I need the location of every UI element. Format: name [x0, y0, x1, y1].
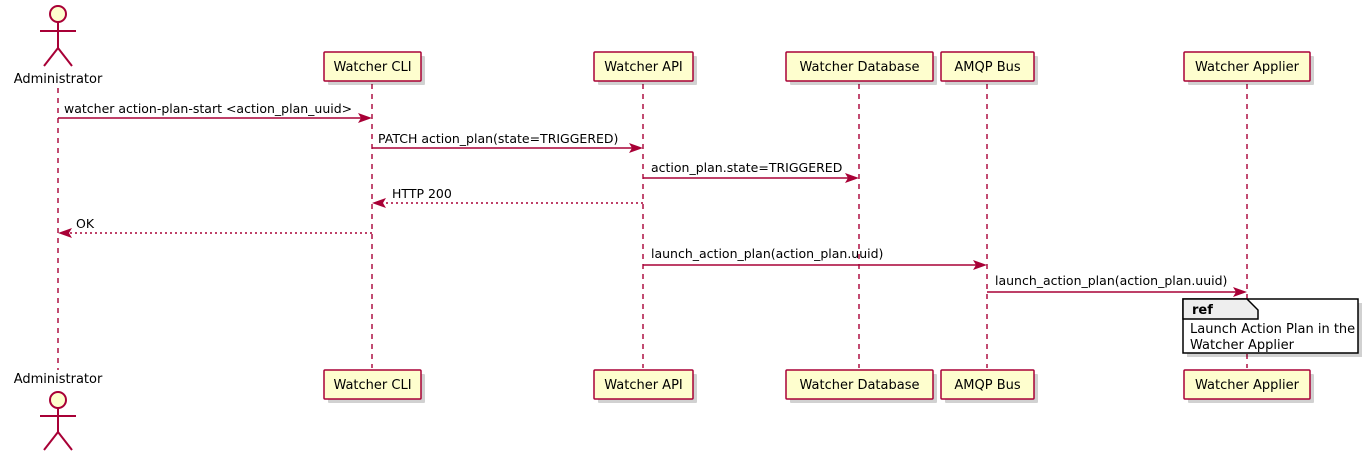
- participant-label-cli-bottom: Watcher CLI: [333, 378, 411, 393]
- lifelines: [57, 84, 1248, 370]
- actor-leg-left-icon: [43, 47, 59, 67]
- actor-label-administrator-top: Administrator: [14, 72, 103, 87]
- actor-head-icon-bottom: [49, 391, 67, 409]
- participant-boxes-bottom: Watcher CLI Watcher API Watcher Database…: [323, 369, 1314, 403]
- participant-box-applier-top: [1183, 51, 1311, 82]
- participant-label-applier-bottom: Watcher Applier: [1195, 378, 1300, 393]
- ref-fragment[interactable]: ref Launch Action Plan in the Watcher Ap…: [1182, 298, 1362, 357]
- ref-fragment-tab: [1182, 298, 1259, 320]
- ref-fragment-tab-label: ref: [1192, 303, 1213, 318]
- participant-label-cli-top: Watcher CLI: [333, 60, 411, 75]
- message-label-6: launch_action_plan(action_plan.uuid): [651, 246, 883, 261]
- participant-box-api-bottom: [593, 369, 694, 400]
- participant-box-applier-bottom: [1183, 369, 1311, 400]
- participant-api-top[interactable]: Watcher API: [593, 51, 697, 85]
- message-arrowhead-4: [372, 198, 386, 208]
- message-label-2: PATCH action_plan(state=TRIGGERED): [378, 131, 618, 146]
- ref-fragment-line2: Watcher Applier: [1190, 338, 1295, 353]
- message-4: HTTP 200: [372, 186, 643, 208]
- ref-fragment-line1: Launch Action Plan in the: [1190, 322, 1355, 337]
- message-1: watcher action-plan-start <action_plan_u…: [58, 101, 372, 123]
- participant-api-bottom[interactable]: Watcher API: [593, 369, 697, 403]
- message-label-7: launch_action_plan(action_plan.uuid): [995, 273, 1227, 288]
- message-label-5: OK: [76, 216, 95, 231]
- message-label-1: watcher action-plan-start <action_plan_u…: [64, 101, 352, 116]
- participant-applier-bottom[interactable]: Watcher Applier: [1183, 369, 1314, 403]
- message-5: OK: [58, 216, 372, 238]
- message-arrowhead-5: [58, 228, 72, 238]
- message-label-4: HTTP 200: [392, 186, 452, 201]
- participant-cli-bottom[interactable]: Watcher CLI: [323, 369, 425, 403]
- participant-boxes-top: Watcher CLI Watcher API Watcher Database…: [323, 51, 1314, 85]
- participant-applier-top[interactable]: Watcher Applier: [1183, 51, 1314, 85]
- participant-amqp-top[interactable]: AMQP Bus: [940, 51, 1038, 85]
- message-3: action_plan.state=TRIGGERED: [643, 160, 859, 183]
- message-6: launch_action_plan(action_plan.uuid): [643, 246, 987, 270]
- participant-label-api-top: Watcher API: [604, 60, 683, 75]
- participant-label-db-bottom: Watcher Database: [800, 378, 920, 393]
- participant-label-api-bottom: Watcher API: [604, 378, 683, 393]
- actor-administrator-top[interactable]: Administrator: [14, 5, 103, 87]
- participant-box-cli-bottom: [323, 369, 422, 400]
- message-arrowhead-3: [845, 173, 859, 183]
- participant-box-amqp-top: [940, 51, 1035, 82]
- participant-label-amqp-bottom: AMQP Bus: [954, 378, 1020, 393]
- message-arrowhead-6: [973, 260, 987, 270]
- actor-leg-left-icon-bottom: [43, 431, 59, 451]
- message-2: PATCH action_plan(state=TRIGGERED): [372, 131, 643, 153]
- message-arrowhead-1: [358, 113, 372, 123]
- message-arrowhead-7: [1233, 287, 1247, 297]
- participant-box-db-bottom: [785, 369, 934, 400]
- participant-db-bottom[interactable]: Watcher Database: [785, 369, 937, 403]
- actor-label-administrator-bottom: Administrator: [14, 372, 103, 387]
- participant-db-top[interactable]: Watcher Database: [785, 51, 937, 85]
- actor-leg-right-icon-bottom: [57, 431, 73, 451]
- participant-box-amqp-bottom: [940, 369, 1035, 400]
- message-label-3: action_plan.state=TRIGGERED: [651, 160, 842, 175]
- message-7: launch_action_plan(action_plan.uuid): [987, 273, 1247, 297]
- participant-box-api-top: [593, 51, 694, 82]
- actor-leg-right-icon: [57, 47, 73, 67]
- participant-amqp-bottom[interactable]: AMQP Bus: [940, 369, 1038, 403]
- actor-administrator-bottom[interactable]: Administrator: [14, 372, 103, 451]
- actor-head-icon: [49, 5, 67, 23]
- participant-box-cli-top: [323, 51, 422, 82]
- participant-box-db-top: [785, 51, 934, 82]
- participant-cli-top[interactable]: Watcher CLI: [323, 51, 425, 85]
- participant-label-applier-top: Watcher Applier: [1195, 60, 1300, 75]
- participant-label-amqp-top: AMQP Bus: [954, 60, 1020, 75]
- message-arrowhead-2: [629, 143, 643, 153]
- participant-label-db-top: Watcher Database: [800, 60, 920, 75]
